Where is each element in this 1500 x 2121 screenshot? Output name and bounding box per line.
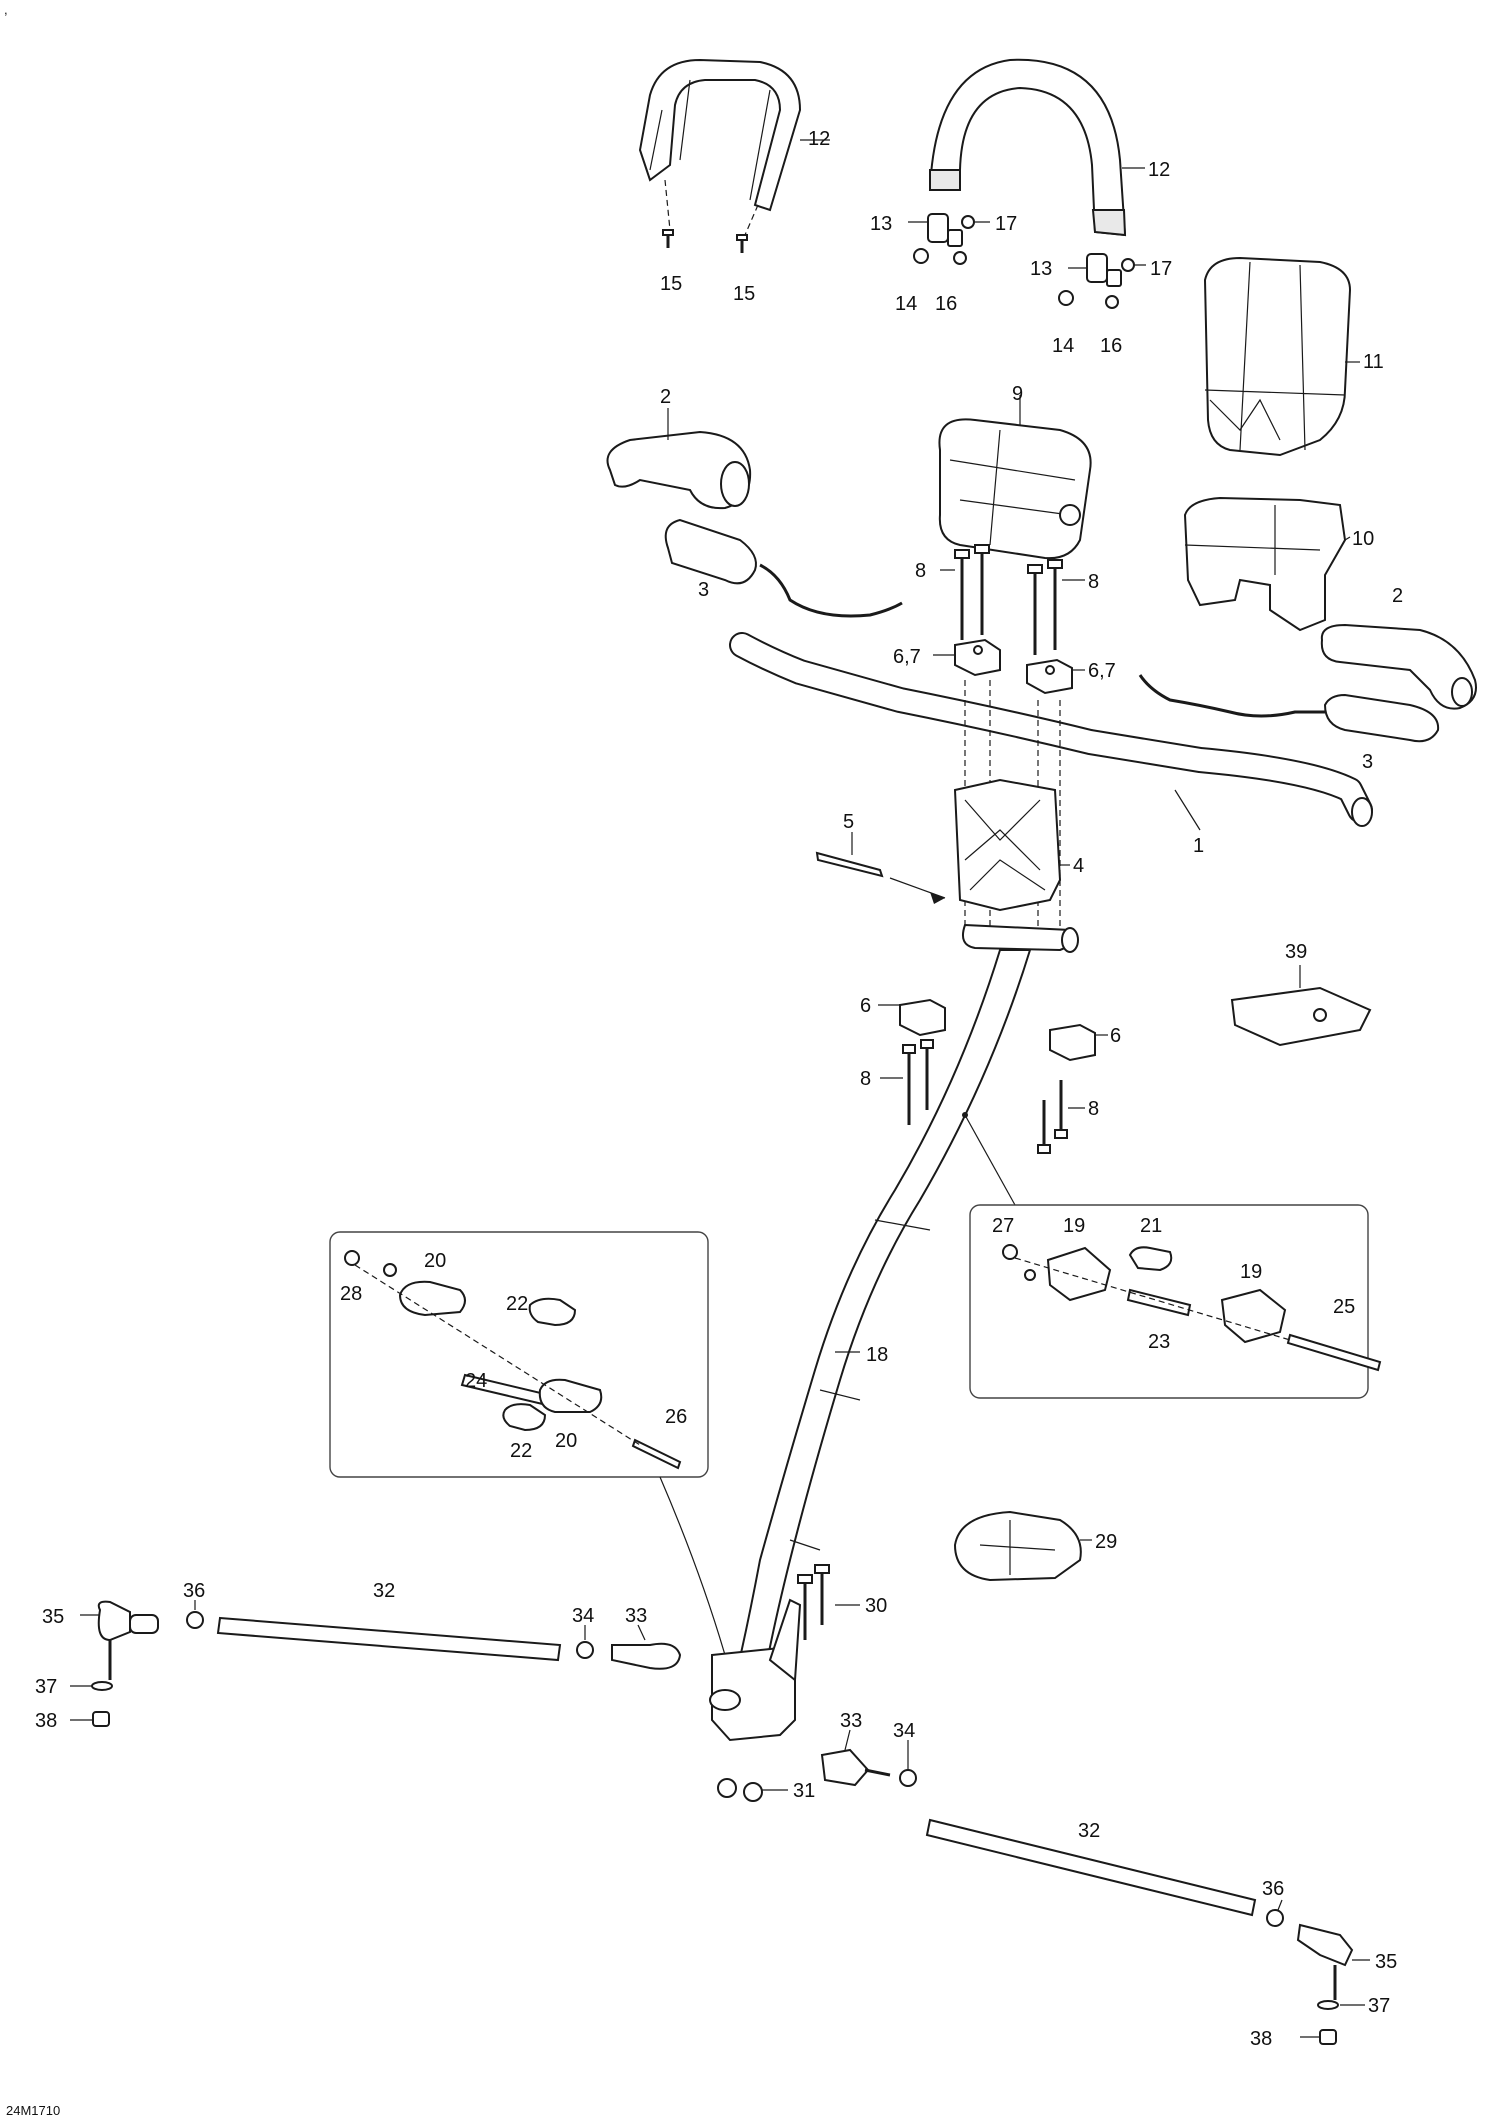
callout-5: 5 [843,811,854,833]
callout-21: 21 [1140,1215,1162,1237]
grip-2-left [606,408,752,510]
callout-16: 16 [935,293,957,315]
callout-13: 13 [870,213,892,235]
riser-adapter-4 [953,778,1070,912]
callout-8: 8 [915,560,926,582]
callout-38: 38 [35,1710,57,1732]
screw-15-left [662,229,674,248]
callout-38: 38 [1250,2028,1272,2050]
callout-33: 33 [625,1605,647,1627]
callout-36: 36 [1262,1878,1284,1900]
callout-28: 28 [340,1283,362,1305]
callout-12: 12 [1148,159,1170,181]
grip-3-left [664,518,903,618]
callout-35: 35 [1375,1951,1397,1973]
callout-20: 20 [424,1250,446,1272]
callout-6,7: 6,7 [1088,660,1116,682]
callout-32: 32 [1078,1820,1100,1842]
callout-8: 8 [860,1068,871,1090]
handlebar-1 [729,632,1373,831]
callout-32: 32 [373,1580,395,1602]
callout-11: 11 [1363,351,1384,373]
callout-12: 12 [808,128,830,150]
callout-34: 34 [893,1720,915,1742]
callout-10: 10 [1352,528,1374,550]
detail-left-leader [659,1476,726,1656]
cover-10 [1183,496,1351,632]
callout-29: 29 [1095,1531,1117,1553]
callout-35: 35 [42,1606,64,1628]
callout-6: 6 [1110,1025,1121,1047]
steering-base [709,1598,802,1742]
callout-8: 8 [1088,571,1099,593]
callout-34: 34 [572,1605,594,1627]
callout-33: 33 [840,1710,862,1732]
callout-15: 15 [733,283,755,305]
handlebar-pad-9 [938,395,1092,560]
drawing-code: 24M1710 [6,2103,60,2118]
callout-24: 24 [465,1370,487,1392]
callout-19: 19 [1240,1261,1262,1283]
steering-column-18 [728,923,1079,1701]
clamp-13-right [1058,253,1146,309]
callout-36: 36 [183,1580,205,1602]
grip-3-right [1138,674,1440,743]
hand-guard-left [638,58,830,236]
callout-3: 3 [698,579,709,601]
callout-9: 9 [1012,383,1023,405]
screw-15-right [736,234,748,253]
clamp-13-left [908,213,990,265]
detail-box-left [329,1231,709,1478]
callout-6: 6 [860,995,871,1017]
callout-1: 1 [1193,835,1204,857]
detail-box-right [969,1204,1369,1399]
tie-rod-right [820,1729,1370,2045]
callout-37: 37 [35,1676,57,1698]
riser-block-lower-right [1037,1023,1108,1154]
callout-22: 22 [510,1440,532,1462]
riser-block-lower-left [878,998,946,1125]
callout-17: 17 [995,213,1017,235]
callout-14: 14 [1052,335,1074,357]
callout-16: 16 [1100,335,1122,357]
grip-2-right [1320,623,1477,710]
bolts-8-upper [940,544,1085,655]
key-5 [815,832,946,904]
riser-block-upper-right [1026,658,1085,695]
callout-6,7: 6,7 [893,646,921,668]
riser-block-upper-left [933,638,1001,677]
callout-13: 13 [1030,258,1052,280]
callout-2: 2 [660,386,671,408]
callout-37: 37 [1368,1995,1390,2017]
callout-3: 3 [1362,751,1373,773]
callout-20: 20 [555,1430,577,1452]
cover-11 [1203,256,1360,457]
callout-22: 22 [506,1293,528,1315]
detail-left-parts [344,1250,682,1470]
callout-8: 8 [1088,1098,1099,1120]
detail-right-parts [1002,1244,1382,1372]
callout-2: 2 [1392,585,1403,607]
hand-guard-right [928,58,1145,237]
plate-39 [1230,965,1372,1047]
callout-17: 17 [1150,258,1172,280]
nuts-31 [717,1778,788,1802]
callout-19: 19 [1063,1215,1085,1237]
tie-rod-left [70,1600,682,1727]
callout-23: 23 [1148,1331,1170,1353]
bolts-30 [797,1564,860,1640]
callout-30: 30 [865,1595,887,1617]
callout-14: 14 [895,293,917,315]
callout-27: 27 [992,1215,1014,1237]
callout-31: 31 [793,1780,815,1802]
callout-26: 26 [665,1406,687,1428]
callout-25: 25 [1333,1296,1355,1318]
corner-mark: , [4,2,8,17]
callout-39: 39 [1285,941,1307,963]
cover-29 [953,1510,1092,1582]
callout-18: 18 [866,1344,888,1366]
callout-15: 15 [660,273,682,295]
callout-4: 4 [1073,855,1084,877]
